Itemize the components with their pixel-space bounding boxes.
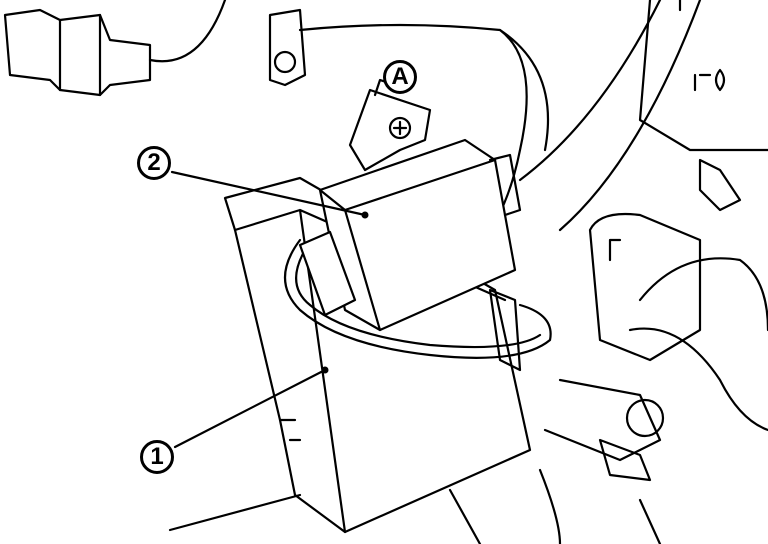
leader-dot-part-2 <box>361 211 369 219</box>
leader-dot-part-1 <box>321 366 329 374</box>
background-bracket <box>268 8 550 232</box>
background-body-panel <box>448 0 768 544</box>
leader-line-part-1 <box>173 368 327 449</box>
background-connector <box>3 0 227 97</box>
callout-point-a: A <box>383 60 417 94</box>
wire-harness <box>283 238 552 372</box>
part-2-module <box>298 78 522 332</box>
leader-line-part-2 <box>170 170 367 217</box>
callout-part-2: 2 <box>137 146 171 180</box>
callout-part-1: 1 <box>140 440 174 474</box>
ground-line <box>168 493 302 532</box>
